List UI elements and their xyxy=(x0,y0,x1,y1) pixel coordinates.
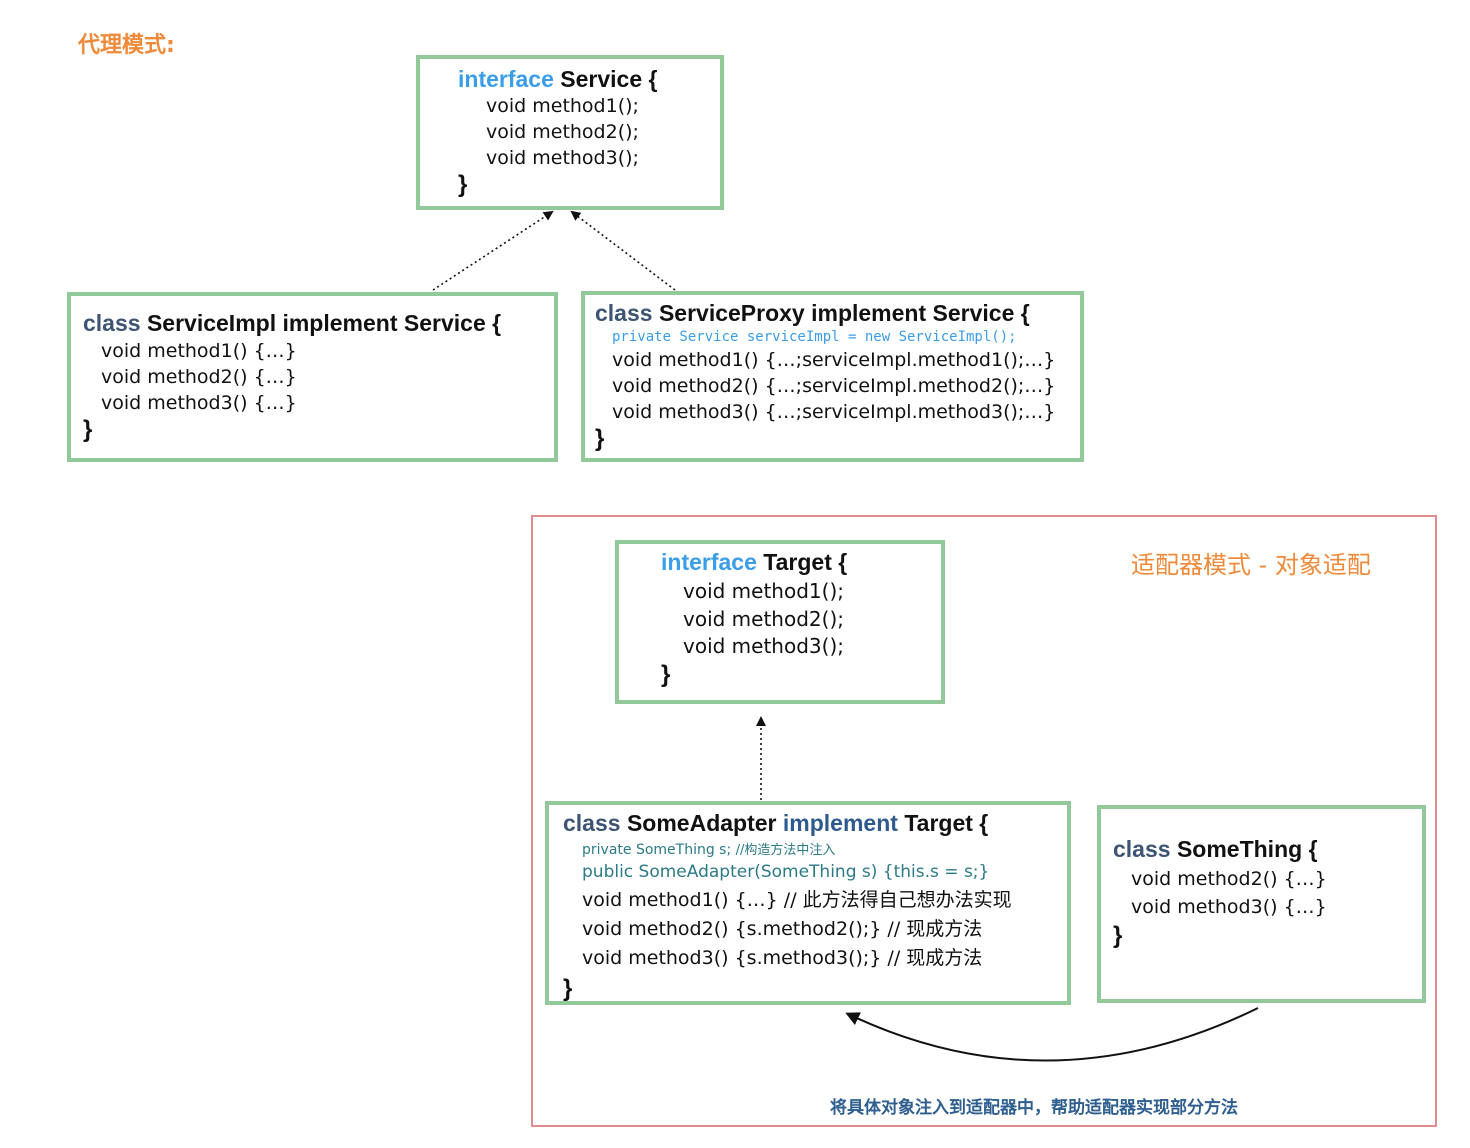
method-line: void method3() {…} xyxy=(1131,896,1327,918)
service-impl-box: class ServiceImpl implement Service { vo… xyxy=(67,292,558,462)
interface-keyword: interface xyxy=(458,66,554,92)
method-line: void method3(); xyxy=(683,634,844,658)
method-line: void method2() {…;serviceImpl.method2();… xyxy=(612,375,1056,397)
class-name: SomeAdapter xyxy=(626,810,777,836)
method-line: void method2() {…} xyxy=(1131,868,1327,890)
class-keyword: class xyxy=(595,300,653,326)
closing-brace: } xyxy=(595,425,605,452)
method-line: void method3(); xyxy=(486,147,639,169)
method-line: void method1() {…;serviceImpl.method1();… xyxy=(612,349,1056,371)
adapter-field-line: private SomeThing s; //构造方法中注入 xyxy=(582,841,835,860)
injection-curve-arrow xyxy=(845,1007,1259,1062)
method-line: void method1(); xyxy=(486,95,639,117)
target-interface-header: interface Target { xyxy=(661,548,847,576)
closing-brace: } xyxy=(1113,922,1123,949)
class-declaration: ServiceImpl implement Service { xyxy=(146,310,502,336)
service-interface-box: interface Service { void method1(); void… xyxy=(416,55,724,210)
method-line: void method3() {s.method3();} // 现成方法 xyxy=(582,947,983,969)
service-impl-header: class ServiceImpl implement Service { xyxy=(83,309,501,337)
impl-to-service-arrow xyxy=(432,210,554,291)
some-adapter-box: class SomeAdapter implement Target { pri… xyxy=(545,801,1071,1005)
class-keyword: class xyxy=(1113,836,1171,862)
method-line: void method3() {…;serviceImpl.method3();… xyxy=(612,401,1056,423)
class-declaration: SomeThing { xyxy=(1176,836,1318,862)
service-proxy-header: class ServiceProxy implement Service { xyxy=(595,299,1030,327)
method-line: void method2(); xyxy=(486,121,639,143)
interface-name: Target { xyxy=(763,549,848,575)
class-declaration: ServiceProxy implement Service { xyxy=(658,300,1030,326)
proxy-to-service-arrow xyxy=(570,210,676,291)
adapter-constructor-line: public SomeAdapter(SomeThing s) {this.s … xyxy=(582,862,990,882)
adapter-pattern-heading: 适配器模式 - 对象适配 xyxy=(1131,551,1371,579)
method-line: void method2() {s.method2();} // 现成方法 xyxy=(582,918,983,940)
closing-brace: } xyxy=(661,661,671,688)
method-line: void method2(); xyxy=(683,607,844,631)
proxy-field-line: private Service serviceImpl = new Servic… xyxy=(612,329,1017,345)
interface-keyword: interface xyxy=(661,549,757,575)
target-name: Target { xyxy=(904,810,989,836)
interface-name: Service { xyxy=(560,66,658,92)
method-line: void method2() {…} xyxy=(101,366,297,388)
adapter-field-comment: //构造方法中注入 xyxy=(735,843,836,858)
method-line: void method1(); xyxy=(683,579,844,603)
closing-brace: } xyxy=(563,975,573,1002)
adapter-pattern-frame xyxy=(531,515,1437,1127)
injection-caption: 将具体对象注入到适配器中，帮助适配器实现部分方法 xyxy=(830,1098,1238,1118)
service-proxy-box: class ServiceProxy implement Service { p… xyxy=(581,291,1084,462)
implement-keyword: implement xyxy=(782,810,898,836)
method-line: void method1() {…} // 此方法得自己想办法实现 xyxy=(582,889,1012,911)
adapter-field-code: private SomeThing s; xyxy=(582,842,732,858)
class-keyword: class xyxy=(83,310,141,336)
some-thing-box: class SomeThing { void method2() {…} voi… xyxy=(1097,805,1426,1003)
target-interface-box: interface Target { void method1(); void … xyxy=(615,540,945,704)
service-interface-header: interface Service { xyxy=(458,65,657,93)
method-line: void method3() {…} xyxy=(101,392,297,414)
closing-brace: } xyxy=(458,171,468,198)
proxy-pattern-heading: 代理模式: xyxy=(78,33,175,58)
closing-brace: } xyxy=(83,416,93,443)
some-adapter-header: class SomeAdapter implement Target { xyxy=(563,809,988,837)
some-thing-header: class SomeThing { xyxy=(1113,835,1318,863)
method-line: void method1() {…} xyxy=(101,340,297,362)
class-keyword: class xyxy=(563,810,621,836)
